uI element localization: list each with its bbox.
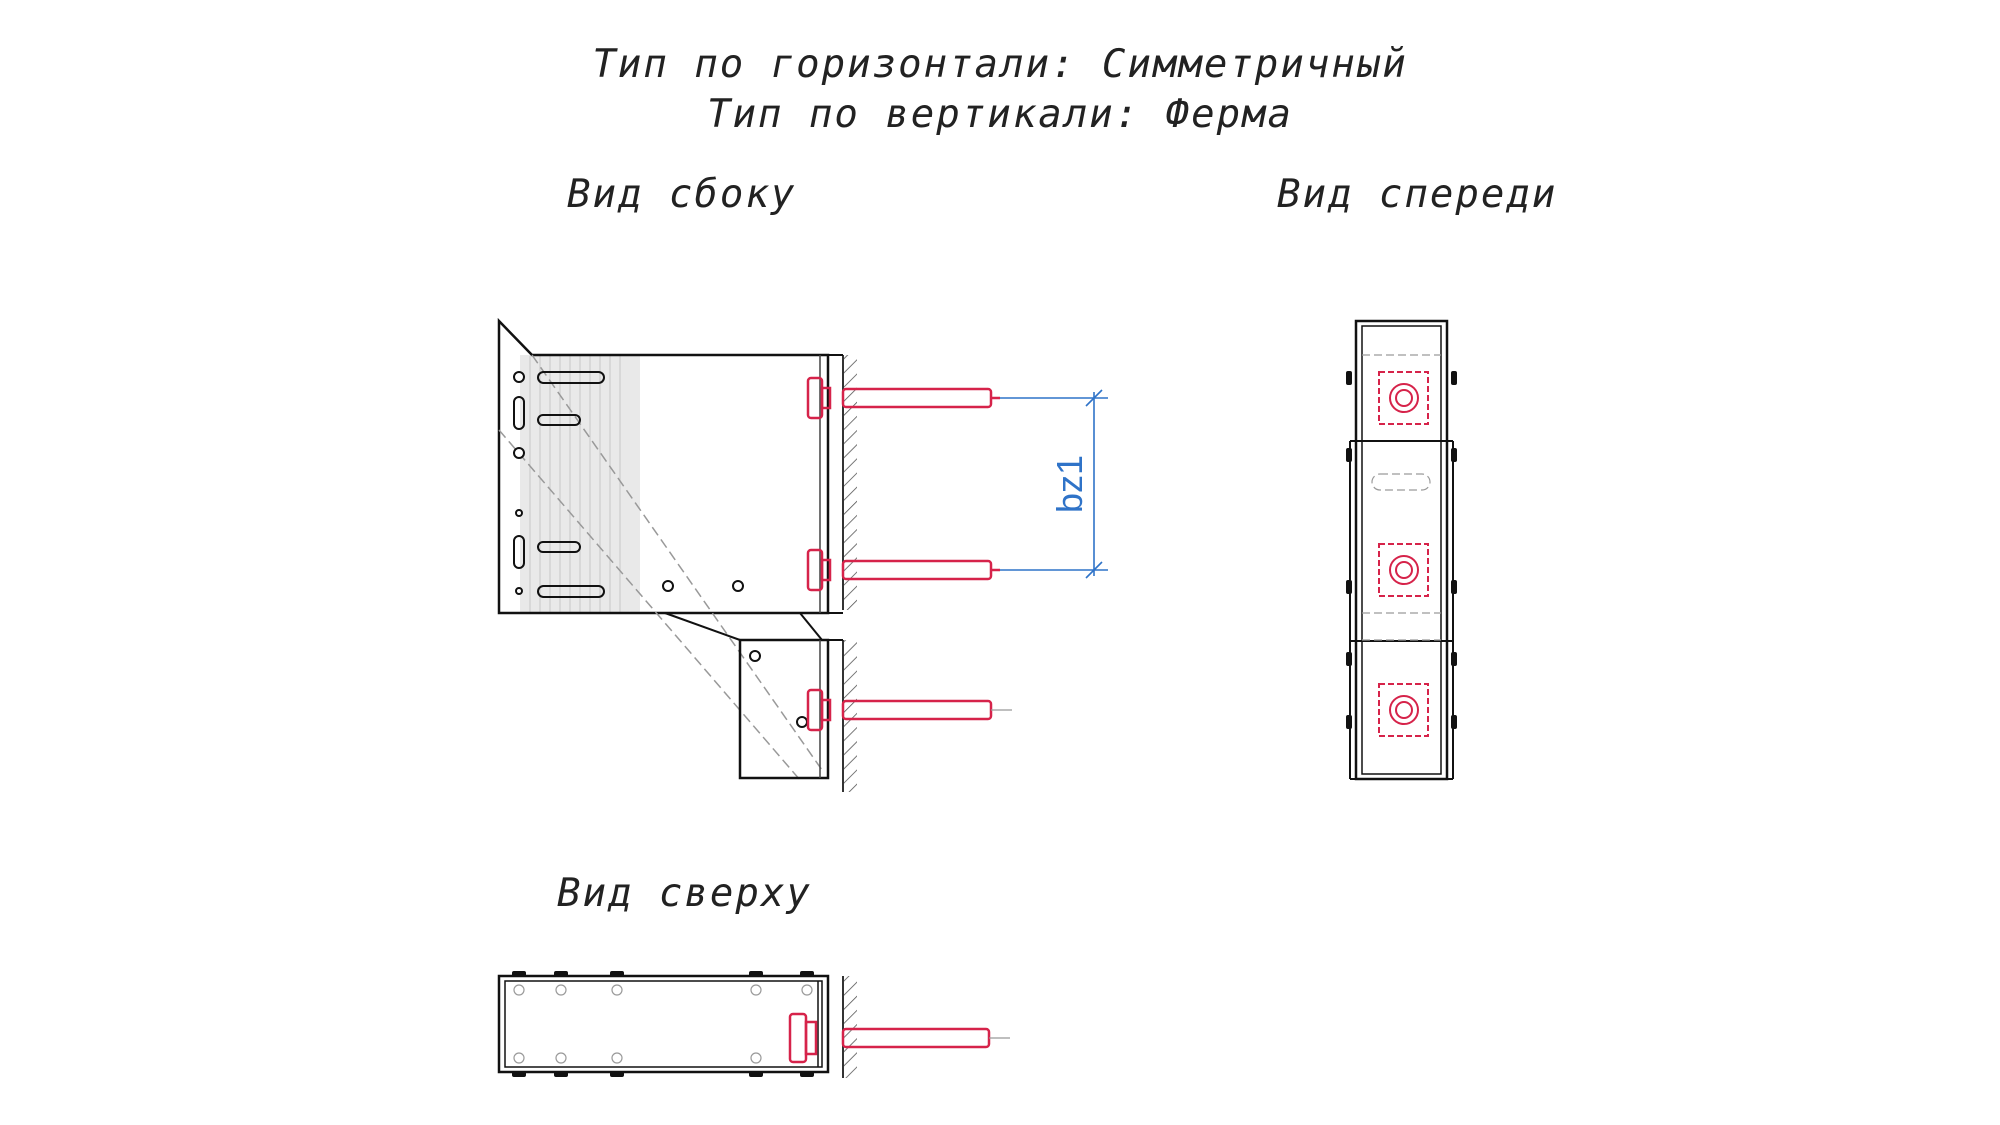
anchor-bolt-1 — [806, 376, 1000, 420]
wall-hatch-lower — [843, 640, 857, 792]
front-side-bolts — [1346, 371, 1457, 729]
dimension-bz1-label: bz1 — [1049, 455, 1090, 513]
front-anchor-3 — [1378, 683, 1429, 737]
horizontal-type-caption: Тип по горизонтали: Симметричный — [592, 42, 1408, 87]
upper-bracket-outline — [497, 317, 830, 615]
front-inner-outline — [1361, 325, 1442, 775]
top-view-label: Вид сверху — [557, 871, 812, 916]
side-view-label: Вид сбоку — [567, 172, 797, 217]
truss-brace-edge — [664, 612, 741, 641]
lower-bracket-outline — [738, 638, 830, 780]
upper-bracket-fluting — [529, 356, 621, 612]
top-edge-bolts — [512, 971, 814, 1077]
top-anchor — [788, 1012, 991, 1064]
anchor-bolt-2 — [806, 548, 1000, 592]
anchor-bolt-3 — [806, 688, 1012, 732]
dimension-bz1-lines — [1000, 389, 1108, 579]
truss-brace-line-a — [531, 354, 823, 771]
truss-brace-line-b — [498, 429, 801, 781]
front-hidden-lines — [1362, 354, 1441, 641]
front-anchor-1 — [1378, 371, 1429, 425]
side-view: bz1 — [497, 317, 1108, 792]
top-wall-hatch — [843, 976, 857, 1078]
top-outer-outline — [497, 974, 830, 1074]
front-view-label: Вид спереди — [1277, 172, 1558, 217]
top-hidden-bolts — [513, 984, 813, 1064]
vertical-type-caption: Тип по вертикали: Ферма — [706, 92, 1294, 137]
upper-bracket-slots — [513, 371, 605, 598]
top-view — [497, 971, 1010, 1078]
top-inner-outline — [504, 980, 823, 1068]
upper-bracket-holes — [513, 371, 744, 595]
lower-bracket-holes — [749, 650, 808, 728]
front-view — [1346, 319, 1457, 781]
truss-brace-edge-2 — [799, 612, 823, 641]
wall-hatch-upper — [843, 355, 857, 610]
front-anchor-2 — [1378, 543, 1429, 597]
